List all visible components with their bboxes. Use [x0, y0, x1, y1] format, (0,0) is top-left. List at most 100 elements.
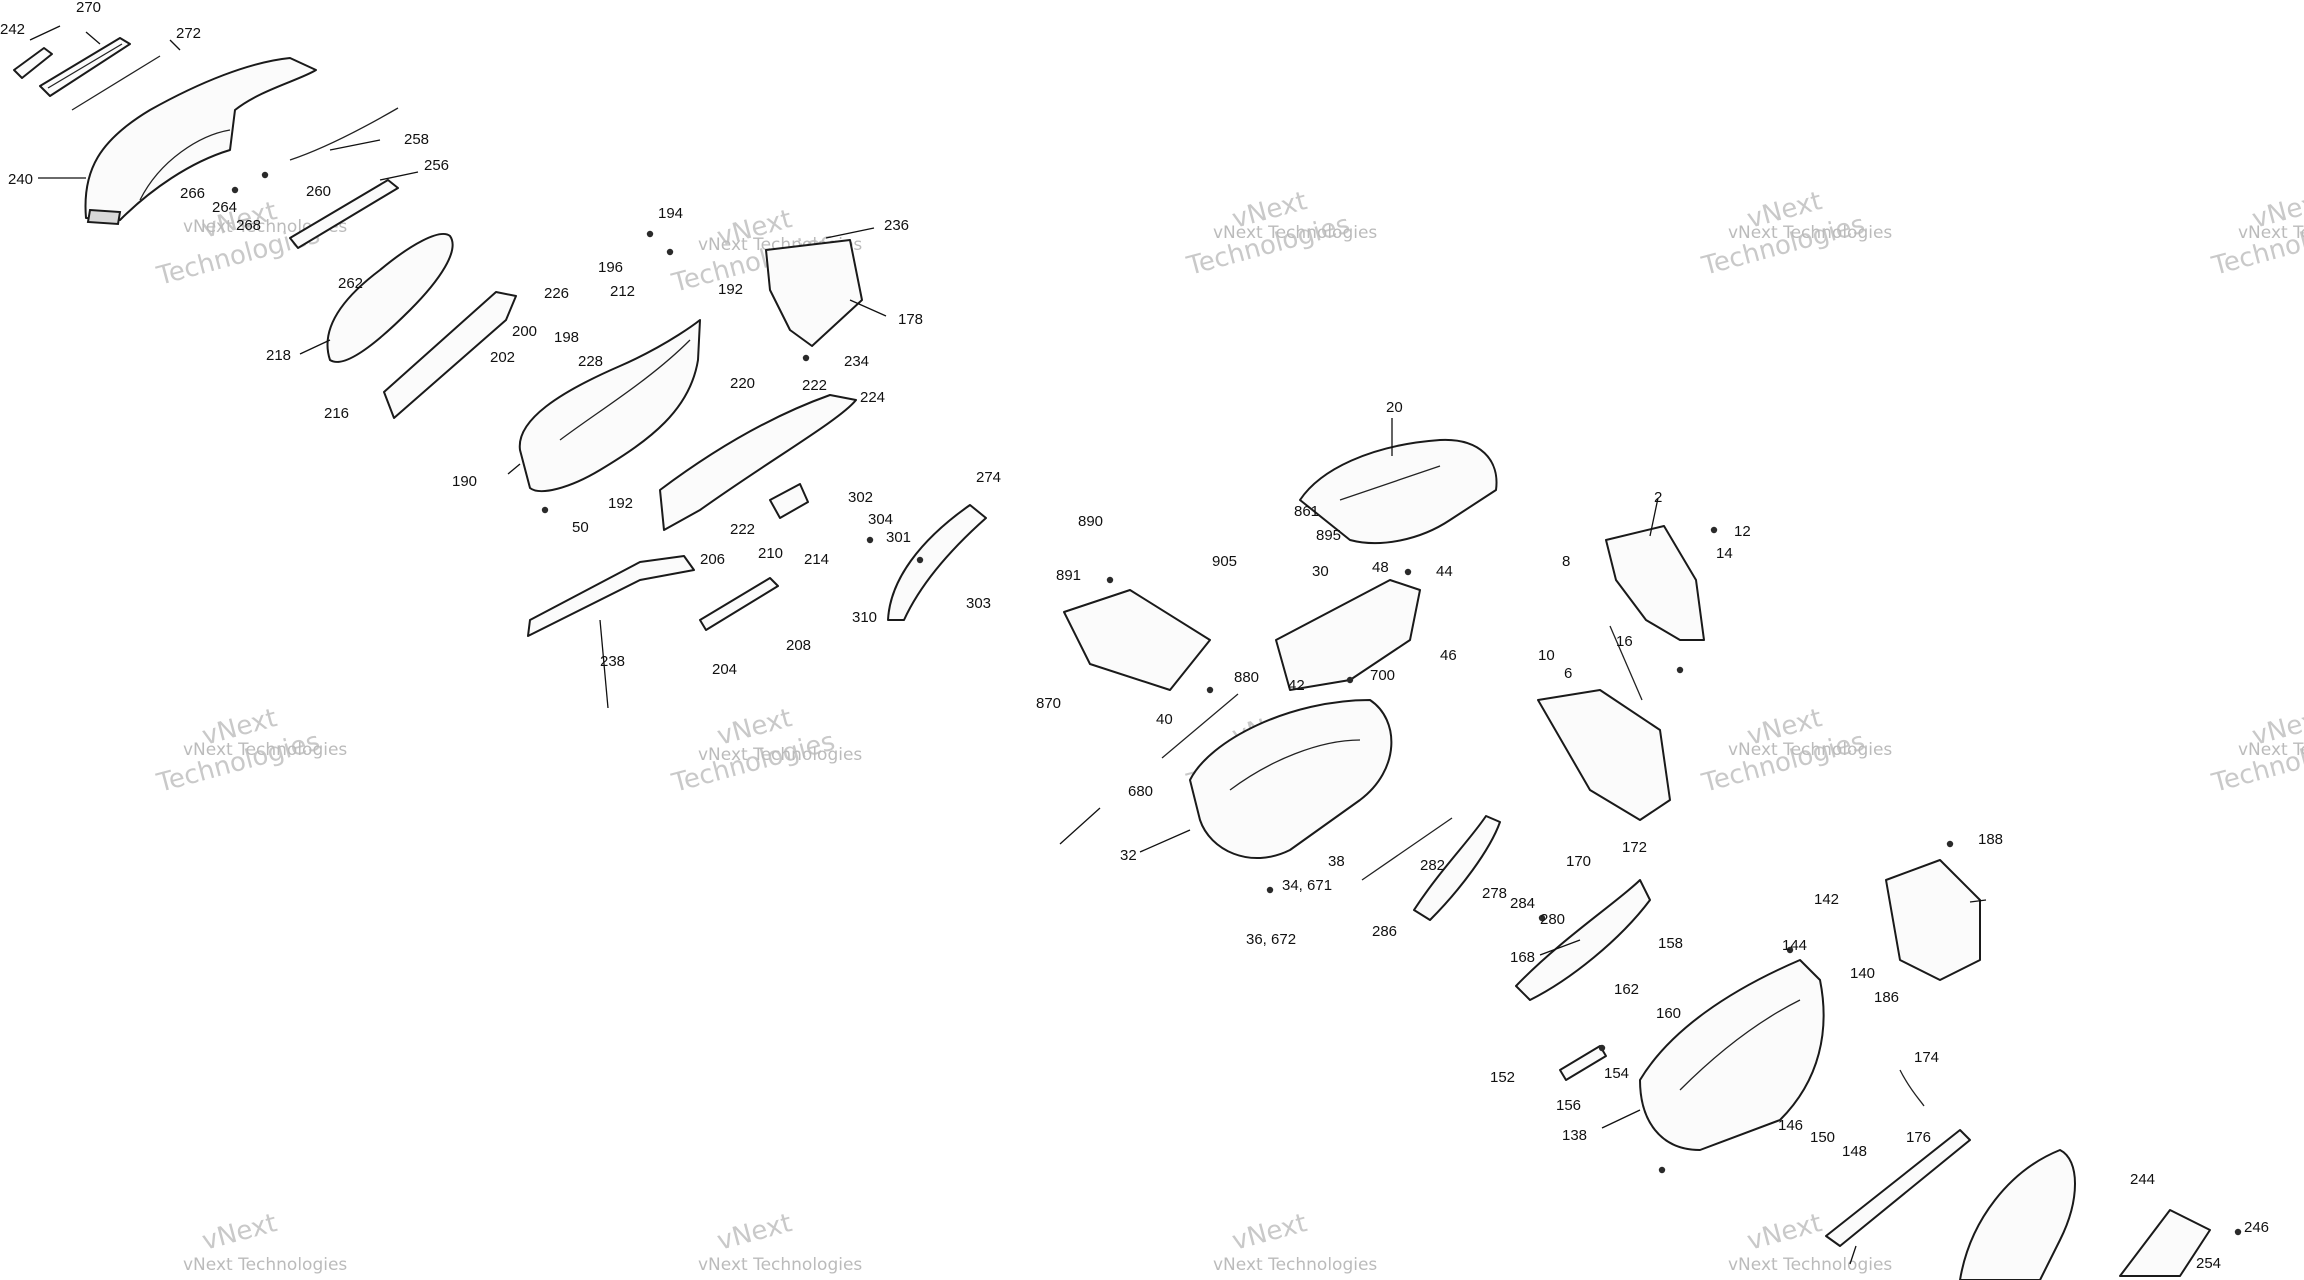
callout-178: 178: [898, 311, 923, 328]
part-272: [71, 55, 161, 111]
part-190-case: [518, 319, 701, 493]
callout-242: 242: [0, 21, 25, 38]
part-240-detail: [139, 129, 231, 201]
part-20-cover: [1299, 438, 1498, 545]
callout-150: 150: [1810, 1129, 1835, 1146]
callout-270: 270: [76, 0, 101, 16]
leader-line: [599, 619, 609, 709]
callout-172: 172: [1622, 839, 1647, 856]
callout-222b: 222: [730, 521, 755, 538]
callout-302: 302: [848, 489, 873, 506]
part-10-rod: [1609, 625, 1643, 701]
watermark-grid: vNext Technologies vNext Technologies vN…: [153, 186, 2304, 1275]
leader-line: [379, 171, 419, 181]
fastener-icon: [866, 536, 874, 544]
part-218-seal: [326, 233, 454, 363]
svg-text:vNext Technologies: vNext Technologies: [698, 745, 862, 765]
saddlebag-parts: [1515, 859, 2211, 1280]
leader-line: [169, 39, 181, 51]
svg-text:vNext Technologies: vNext Technologies: [698, 1255, 862, 1275]
callout-34-671: 34, 671: [1282, 877, 1332, 894]
fastener-icon: [1266, 886, 1274, 894]
callout-174: 174: [1914, 1049, 1939, 1066]
callout-274: 274: [976, 469, 1001, 486]
svg-text:vNext Technologies: vNext Technologies: [183, 740, 347, 760]
callout-148: 148: [1842, 1143, 1867, 1160]
part-178-bracket: [765, 239, 863, 347]
part-238-mat: [527, 555, 695, 637]
callout-192b: 192: [608, 495, 633, 512]
callout-140: 140: [1850, 965, 1875, 982]
callout-905: 905: [1212, 553, 1237, 570]
callout-48: 48: [1372, 559, 1389, 576]
leader-line: [85, 31, 101, 45]
callout-214: 214: [804, 551, 829, 568]
fastener-icon: [231, 186, 239, 194]
callout-310: 310: [852, 609, 877, 626]
leader-line: [29, 25, 61, 41]
callout-895: 895: [1316, 527, 1341, 544]
callout-266: 266: [180, 185, 205, 202]
fastener-icon: [1786, 946, 1794, 954]
fastener-icon: [1676, 666, 1684, 674]
callout-286: 286: [1372, 923, 1397, 940]
part-256: [289, 179, 399, 249]
watermark: vNext Technologies vNext Technologies: [2208, 703, 2304, 799]
callout-2: 2: [1654, 489, 1662, 506]
callout-42: 42: [1288, 677, 1305, 694]
callout-220: 220: [730, 375, 755, 392]
watermark: vNext Technologies vNext Technologies: [153, 703, 347, 799]
part-20-detail: [1339, 465, 1441, 501]
top-case-parts: [13, 37, 987, 637]
part-138-saddlebag: [1639, 959, 1825, 1151]
callout-32: 32: [1120, 847, 1137, 864]
part-138-detail: [1679, 999, 1801, 1091]
part-174-rod: [1899, 1069, 1925, 1107]
callout-194: 194: [658, 205, 683, 222]
callout-256: 256: [424, 157, 449, 174]
callout-168: 168: [1510, 949, 1535, 966]
fastener-icon: [666, 248, 674, 256]
watermark: vNext vNext Technologies: [1213, 1208, 1377, 1275]
callout-238: 238: [600, 653, 625, 670]
fastener-icon: [1658, 1166, 1666, 1174]
callout-282: 282: [1420, 857, 1445, 874]
callout-890: 890: [1078, 513, 1103, 530]
callout-152: 152: [1490, 1069, 1515, 1086]
callout-212: 212: [610, 283, 635, 300]
leader-line: [849, 299, 887, 317]
callout-30: 30: [1312, 563, 1329, 580]
callout-216: 216: [324, 405, 349, 422]
callout-160: 160: [1656, 1005, 1681, 1022]
callout-40: 40: [1156, 711, 1173, 728]
callout-278: 278: [1482, 885, 1507, 902]
leader-line: [1139, 829, 1191, 853]
callout-234: 234: [844, 353, 869, 370]
callout-284: 284: [1510, 895, 1535, 912]
part-274-handle-left: [887, 504, 987, 621]
callout-8: 8: [1562, 553, 1570, 570]
leader-line: [329, 139, 381, 151]
callout-144: 144: [1782, 937, 1807, 954]
callout-38: 38: [1328, 853, 1345, 870]
part-242: [13, 47, 53, 79]
fastener-icon: [1404, 568, 1412, 576]
callout-222: 222: [802, 377, 827, 394]
part-46-frame: [1275, 579, 1421, 691]
svg-text:vNext Technologies: vNext Technologies: [183, 1255, 347, 1275]
part-seal-loop: [1959, 1149, 2076, 1280]
svg-text:vNext: vNext: [1744, 1208, 1825, 1257]
watermark: vNext Technologies vNext Technologies: [153, 196, 347, 292]
callout-228: 228: [578, 353, 603, 370]
callout-236: 236: [884, 217, 909, 234]
callout-6: 6: [1564, 665, 1572, 682]
fastener-icon: [1710, 526, 1718, 534]
part-168-rail: [1515, 879, 1651, 1001]
callout-158: 158: [1658, 935, 1683, 952]
part-40-rod-a: [1161, 693, 1239, 759]
fastener-icon: [1946, 840, 1954, 848]
leader-line: [299, 339, 331, 355]
callout-190: 190: [452, 473, 477, 490]
svg-text:vNext: vNext: [199, 1208, 280, 1257]
part-210: [769, 483, 809, 519]
